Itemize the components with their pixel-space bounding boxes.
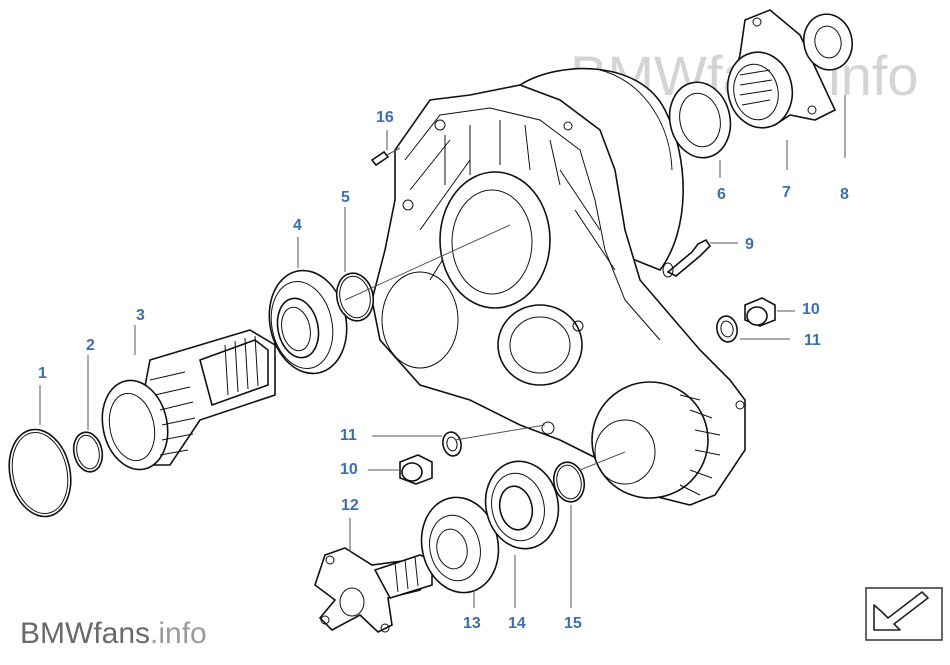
part-16-dowel-pin xyxy=(370,150,390,167)
callout-14: 14 xyxy=(508,615,526,632)
callout-13: 13 xyxy=(463,615,481,632)
callout-11-upper: 11 xyxy=(804,332,821,349)
part-14-bearing xyxy=(484,460,560,550)
callout-8: 8 xyxy=(840,186,849,203)
part-6-shaft-seal xyxy=(668,81,732,159)
part-11-gasket-ring-lower xyxy=(442,431,462,457)
part-4-bearing xyxy=(268,269,348,375)
part-15-o-ring xyxy=(552,461,586,503)
part-2-snap-ring xyxy=(72,431,104,473)
callout-3: 3 xyxy=(136,307,145,324)
back-arrow-icon[interactable] xyxy=(865,587,943,641)
part-9-breather-pipe xyxy=(662,238,712,278)
part-3-input-shaft xyxy=(101,329,276,471)
callout-7: 7 xyxy=(782,184,791,201)
callout-4: 4 xyxy=(293,217,302,234)
part-10-screw-plug-lower xyxy=(399,454,433,485)
callout-6: 6 xyxy=(717,186,726,203)
transfer-case-housing xyxy=(371,67,746,506)
callout-11-lower: 11 xyxy=(340,427,357,444)
part-7-output-flange xyxy=(726,9,837,129)
callout-9: 9 xyxy=(745,236,754,253)
leader-lines xyxy=(39,95,846,608)
callout-16: 16 xyxy=(376,109,394,126)
watermark-bottom: BMWfans.info xyxy=(20,617,207,650)
part-10-screw-plug-upper xyxy=(744,297,776,327)
callout-labels: 1 2 3 4 5 6 7 8 9 10 11 11 10 12 13 14 1… xyxy=(38,109,849,632)
callout-15: 15 xyxy=(564,615,582,632)
part-12-front-output-flange xyxy=(314,547,433,633)
callout-10-lower: 10 xyxy=(340,461,358,478)
callout-12: 12 xyxy=(341,497,359,514)
callout-10-upper: 10 xyxy=(802,301,820,318)
part-11-gasket-ring-upper xyxy=(716,315,738,343)
part-8-collar-nut xyxy=(803,13,853,71)
part-1-o-ring xyxy=(8,428,72,518)
callout-2: 2 xyxy=(86,337,95,354)
part-5-o-ring xyxy=(335,272,375,322)
callout-5: 5 xyxy=(341,189,350,206)
callout-1: 1 xyxy=(38,365,47,382)
part-13-shaft-seal xyxy=(420,496,500,594)
